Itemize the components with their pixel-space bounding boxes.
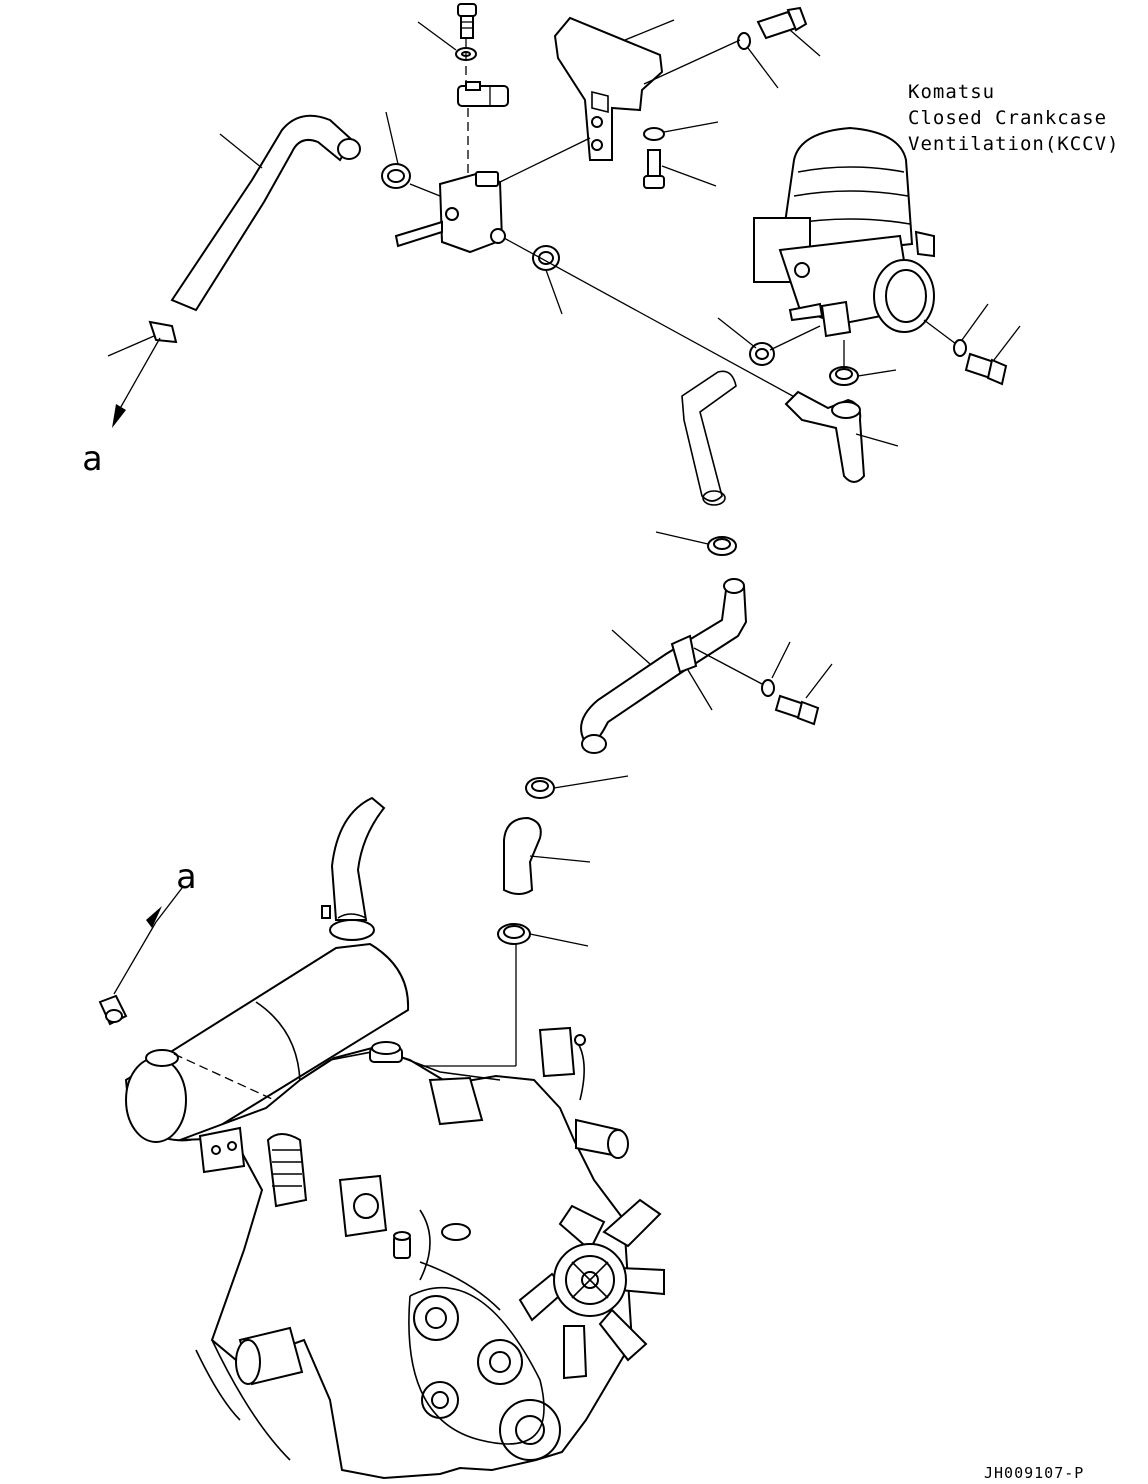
leader-bolt-bracket <box>661 165 717 187</box>
bolt-top-small <box>457 3 477 39</box>
leader-tube-bracket <box>687 669 713 711</box>
leader-clamp-kccv-2 <box>857 369 897 377</box>
arrow-shaft-a-bottom <box>113 921 157 995</box>
pressure-sensor <box>457 81 509 107</box>
center-line-bracket <box>643 39 741 85</box>
drawing-code: JH009107-P <box>984 1464 1084 1482</box>
leader-breather-tube <box>611 629 651 665</box>
elbow-fitting-a-top <box>148 320 178 344</box>
leader-washer-bracket <box>663 121 719 133</box>
leader-short-hose <box>529 855 591 863</box>
leader-washer-top <box>417 21 457 51</box>
bolt-bracket <box>643 149 665 189</box>
leader-bolt-kccv <box>993 325 1021 361</box>
bolt-tube <box>774 694 820 726</box>
clamp-upper-1 <box>381 163 411 189</box>
breather-block <box>394 171 506 254</box>
leader-elbow-hose-kccv <box>855 433 899 447</box>
elbow-hose-kccv <box>784 390 866 483</box>
center-line-kccv-bolt <box>923 319 957 345</box>
leader-clamp-lower-1 <box>553 775 629 789</box>
elbow-fitting-a-bottom <box>98 994 128 1026</box>
arrow-shaft-a-top <box>117 337 161 413</box>
arrow-head-a-bottom <box>146 906 162 928</box>
clamp-upper-2 <box>532 245 560 271</box>
washer-kccv <box>953 339 967 357</box>
view-ref-a-bottom: a <box>176 857 196 897</box>
washer-tube <box>761 679 775 697</box>
bolt-upper-right <box>756 6 808 40</box>
clamp-kccv-2 <box>829 366 859 386</box>
leader-bracket <box>624 19 675 41</box>
kccv-label-line2: Closed Crankcase <box>908 107 1107 129</box>
short-hose <box>503 816 542 895</box>
leader-hose-upper-left <box>219 133 263 169</box>
center-line-tube-bolt <box>693 647 763 685</box>
leader-clamp-lower-2 <box>529 933 589 947</box>
kccv-label-line3: Ventilation(KCCV) <box>908 133 1119 155</box>
leader-washer-tube <box>771 641 791 679</box>
center-line-to-kccv-hose <box>503 237 801 401</box>
exhaust-pipe <box>321 796 386 941</box>
leader-clamp-upper-2 <box>545 269 563 315</box>
clamp-kccv-1 <box>749 342 775 366</box>
center-line-clamp-kccv-1 <box>769 325 821 351</box>
center-line-block-hose <box>409 183 441 197</box>
muffler <box>124 942 410 1143</box>
ghost-hose <box>681 370 737 506</box>
center-line-block-bracket <box>499 137 591 183</box>
leader-washer-kccv <box>961 303 989 341</box>
arrow-head-a-top <box>112 404 126 428</box>
clamp-lower-1 <box>525 777 555 799</box>
bolt-kccv <box>964 352 1008 386</box>
leader-washer-upper-right <box>747 47 779 89</box>
leader-clamp-mid <box>655 531 709 545</box>
kccv-unit <box>753 126 935 338</box>
cooling-fan <box>518 1198 665 1380</box>
kccv-label-line1: Komatsu <box>908 81 995 103</box>
leader-bolt-upper-right <box>789 29 821 57</box>
breather-tube <box>580 578 748 754</box>
center-line-muffler <box>173 1053 297 1111</box>
mounting-bracket <box>553 16 664 161</box>
view-ref-a-top: a <box>82 439 102 479</box>
washer-bracket <box>643 127 665 141</box>
leader-clamp-upper-1 <box>385 111 399 165</box>
hose-upper-left <box>170 114 361 312</box>
washer-upper-right <box>737 32 751 50</box>
leader-bolt-tube <box>805 663 833 699</box>
clamp-lower-2 <box>497 923 531 945</box>
arrow-tail-a-bottom <box>155 887 183 923</box>
leader-clamp-kccv-1 <box>717 317 757 349</box>
engine-assembly <box>179 1026 634 1480</box>
clamp-mid <box>707 536 737 556</box>
leader-fitting-a-top <box>107 335 155 357</box>
